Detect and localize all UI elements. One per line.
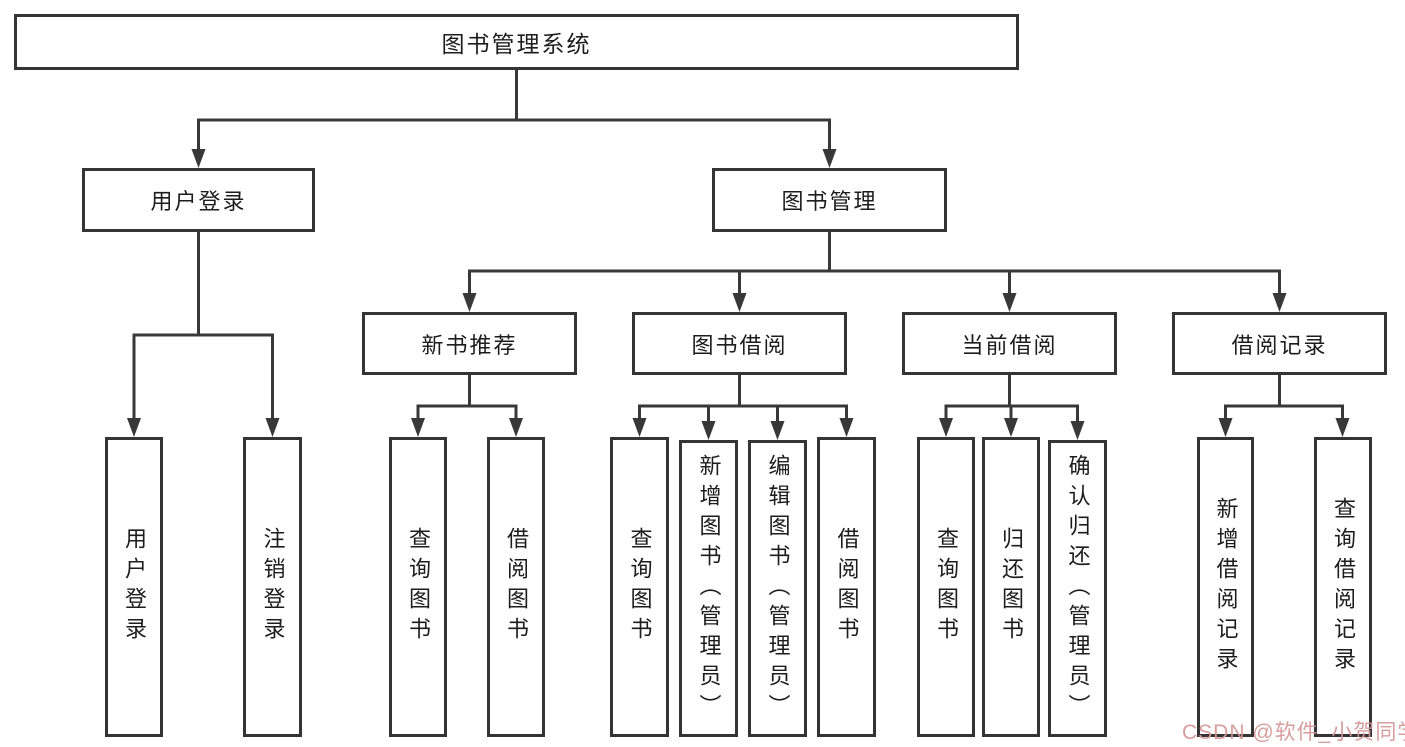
node-label: 编辑图书（管理员） (765, 453, 791, 724)
node-label: 查询图书 (627, 527, 653, 647)
node-book-management: 图书管理 (712, 168, 947, 232)
connector-book-borrow-to-leaves (632, 375, 854, 440)
node-label: 图书借阅 (691, 332, 788, 358)
connector-borrow-records-to-leaves (1218, 375, 1350, 437)
node-label: 图书管理 (781, 189, 878, 214)
leaf-current-return-books: 归还图书 (982, 437, 1040, 737)
node-label: 归还图书 (999, 527, 1024, 647)
leaf-borrow-edit-book-admin: 编辑图书（管理员） (748, 440, 807, 737)
node-user-login: 用户登录 (82, 168, 315, 232)
leaf-user-login: 用户登录 (105, 437, 163, 737)
connector-current-borrow-to-leaves (939, 375, 1085, 440)
node-label: 用户登录 (122, 527, 147, 647)
node-borrow-records: 借阅记录 (1172, 312, 1387, 375)
leaf-borrow-borrow-books: 借阅图书 (817, 437, 876, 737)
node-label: 确认归还（管理员） (1065, 453, 1091, 724)
node-label: 新书推荐 (421, 332, 518, 358)
node-root: 图书管理系统 (14, 14, 1019, 70)
connector-user-login-to-leaves (127, 232, 280, 437)
node-new-book-recommend: 新书推荐 (362, 312, 577, 375)
node-label: 查询图书 (934, 527, 959, 647)
node-label: 新增借阅记录 (1213, 497, 1239, 677)
node-label: 注销登录 (260, 527, 286, 647)
leaf-current-confirm-return-admin: 确认归还（管理员） (1048, 440, 1107, 737)
node-current-borrow: 当前借阅 (902, 312, 1117, 375)
leaf-newbook-borrow-books: 借阅图书 (487, 437, 545, 737)
node-label: 新增图书（管理员） (696, 453, 722, 724)
connector-root-to-level2 (191, 70, 837, 168)
node-label: 借阅图书 (504, 527, 529, 647)
node-label: 查询借阅记录 (1331, 497, 1356, 677)
connector-book-management-to-level3 (462, 232, 1287, 312)
node-label: 借阅图书 (834, 527, 860, 647)
leaf-records-query-record: 查询借阅记录 (1314, 437, 1372, 737)
watermark: CSDN @软件_小贺同学 (1182, 721, 1405, 744)
node-label: 查询图书 (406, 527, 431, 647)
node-label: 当前借阅 (961, 332, 1058, 358)
leaf-borrow-query-books: 查询图书 (610, 437, 669, 737)
node-label: 图书管理系统 (441, 31, 592, 57)
node-label: 用户登录 (150, 189, 247, 214)
leaf-records-add-record: 新增借阅记录 (1197, 437, 1254, 737)
node-label: 借阅记录 (1231, 332, 1328, 358)
connector-new-book-to-leaves (411, 375, 523, 437)
leaf-logout: 注销登录 (243, 437, 302, 737)
node-book-borrow: 图书借阅 (632, 312, 847, 375)
leaf-current-query-books: 查询图书 (917, 437, 975, 737)
leaf-borrow-add-book-admin: 新增图书（管理员） (679, 440, 738, 737)
leaf-newbook-query-books: 查询图书 (389, 437, 447, 737)
